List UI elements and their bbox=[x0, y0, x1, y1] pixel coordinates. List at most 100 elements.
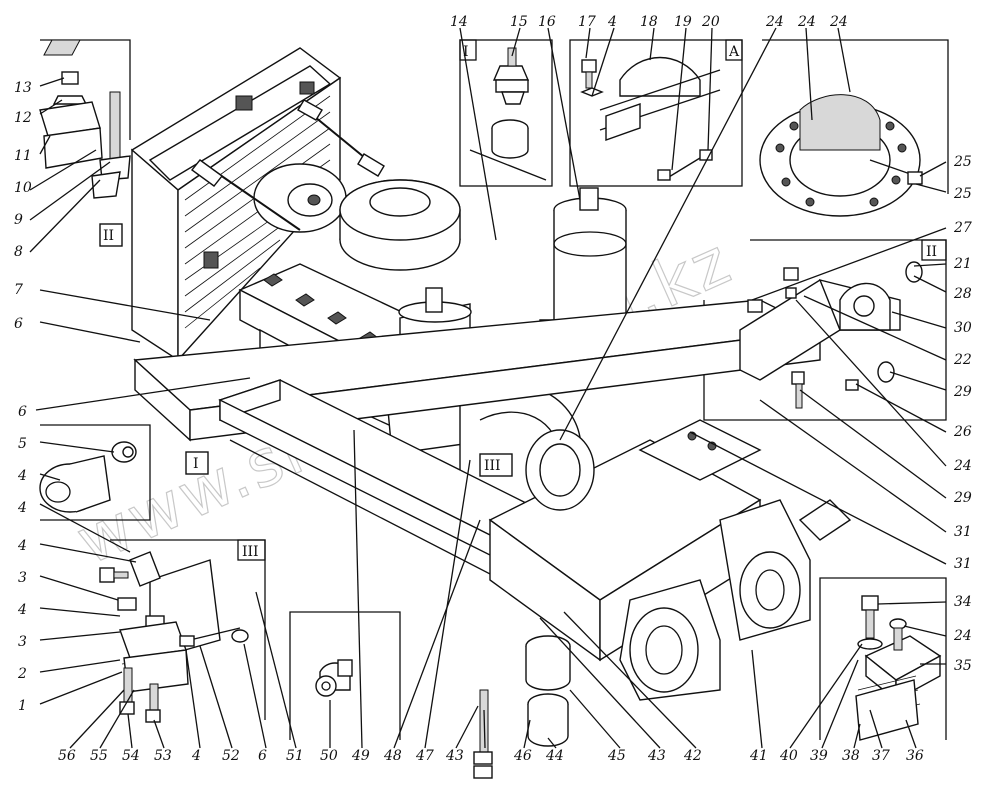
transmission-housing bbox=[488, 419, 852, 701]
callout-24-bottom: 24 bbox=[953, 628, 972, 644]
callout-39: 38 bbox=[842, 748, 860, 764]
callout-8: 5 bbox=[18, 436, 27, 452]
callout-19: 15 bbox=[510, 14, 528, 30]
callout-40: 39 bbox=[810, 748, 828, 764]
view-marker-III-box bbox=[479, 453, 513, 477]
callout-26: 24 bbox=[797, 14, 816, 30]
inset-frame-rubber-mount bbox=[819, 577, 947, 740]
callout-29-top: 25 bbox=[953, 186, 972, 202]
callout-6: 4 bbox=[17, 500, 27, 516]
view-marker-II: II bbox=[103, 228, 114, 244]
inset-frame-II bbox=[703, 239, 947, 421]
inset-label-I: I bbox=[463, 44, 469, 60]
callout-54: 54 bbox=[122, 748, 140, 764]
view-markers bbox=[99, 223, 513, 477]
callout-29-right: 26 bbox=[953, 424, 972, 440]
inset-tag-III bbox=[237, 539, 266, 561]
inset-frame-flange bbox=[762, 39, 949, 194]
callout-17: 13 bbox=[14, 80, 32, 96]
callout-numbers: 13 12 11 10 9 8 7 6 6 5 4 4 4 3 4 3 2 1 … bbox=[14, 14, 972, 764]
callout-46: 46 bbox=[513, 748, 532, 764]
right-mount-inset-content bbox=[855, 595, 942, 741]
callout-53: 53 bbox=[154, 748, 172, 764]
callout-48: 48 bbox=[383, 748, 402, 764]
callout-45: 45 bbox=[607, 748, 626, 764]
radiator-assembly bbox=[130, 47, 342, 362]
rubber-mount-center bbox=[473, 635, 571, 779]
callout-31-a: 28 bbox=[953, 286, 972, 302]
callout-27: 24 bbox=[829, 14, 848, 30]
inset-label-III: III bbox=[242, 544, 259, 560]
view-marker-I: I bbox=[193, 456, 199, 472]
callout-7: 4 bbox=[17, 468, 27, 484]
callout-5: 4 bbox=[17, 538, 27, 554]
callout-4-left: 4 bbox=[17, 602, 27, 618]
callout-37: 36 bbox=[906, 748, 924, 764]
view-marker-III: III bbox=[484, 458, 501, 474]
callout-44-bottom: 44 bbox=[545, 748, 564, 764]
callout-18: 14 bbox=[450, 14, 468, 30]
callout-2: 2 bbox=[17, 666, 27, 682]
radiator-mount-assembly bbox=[39, 39, 131, 199]
callout-30: 27 bbox=[953, 220, 972, 236]
callout-15: 11 bbox=[14, 148, 32, 164]
callout-10: 6 bbox=[14, 316, 23, 332]
callout-24-top: 20 bbox=[701, 14, 720, 30]
callout-25-top: 24 bbox=[765, 14, 784, 30]
inset-frame-left bbox=[40, 424, 151, 521]
callout-3-lower: 3 bbox=[18, 634, 27, 650]
inset-frame-sensor bbox=[289, 611, 401, 740]
callout-16: 12 bbox=[14, 110, 32, 126]
callout-22: 18 bbox=[640, 14, 658, 30]
callout-14: 10 bbox=[14, 180, 32, 196]
callout-42: 41 bbox=[749, 748, 768, 764]
view-marker-II-box bbox=[99, 223, 123, 247]
callout-43: 42 bbox=[683, 748, 702, 764]
callout-55: 55 bbox=[90, 748, 108, 764]
callout-36: 35 bbox=[954, 658, 972, 674]
callout-11: 7 bbox=[14, 282, 23, 298]
inset-II-content bbox=[739, 261, 923, 409]
inset-I-content bbox=[469, 47, 547, 181]
view-marker-I-box bbox=[185, 451, 209, 475]
callout-32: 30 bbox=[954, 320, 972, 336]
callout-28: 25 bbox=[953, 154, 972, 170]
callout-4-top: 4 bbox=[607, 14, 617, 30]
callout-41: 40 bbox=[779, 748, 798, 764]
callout-34: 31 bbox=[954, 556, 972, 572]
callout-50: 50 bbox=[320, 748, 338, 764]
callout-23: 19 bbox=[674, 14, 692, 30]
callout-35: 34 bbox=[954, 594, 972, 610]
inset-tag-II bbox=[921, 239, 947, 261]
callout-33: 31 bbox=[954, 524, 972, 540]
callout-47: 47 bbox=[415, 748, 434, 764]
callout-24-right-b: 22 bbox=[953, 352, 972, 368]
callout-3-upper: 3 bbox=[18, 570, 27, 586]
callout-12: 8 bbox=[14, 244, 23, 260]
inset-frames bbox=[40, 39, 949, 740]
callout-56: 56 bbox=[58, 748, 76, 764]
inset-A-content bbox=[580, 56, 721, 181]
callout-52: 52 bbox=[222, 748, 240, 764]
callout-1: 1 bbox=[18, 698, 27, 714]
callout-24-right-a: 21 bbox=[953, 256, 972, 272]
callout-38: 37 bbox=[872, 748, 890, 764]
callout-13: 9 bbox=[14, 212, 23, 228]
inset-label-A: A bbox=[728, 44, 740, 60]
callout-20: 16 bbox=[538, 14, 556, 30]
callout-4-bottom: 4 bbox=[191, 748, 201, 764]
callout-21: 17 bbox=[578, 14, 596, 30]
inset-label-II: II bbox=[926, 244, 937, 260]
inset-III-content bbox=[99, 551, 249, 723]
sensor-inset-content bbox=[315, 659, 353, 697]
flange-inset-content bbox=[759, 94, 923, 217]
callout-31-b: 29 bbox=[953, 384, 972, 400]
callout-44: 43 bbox=[647, 748, 666, 764]
left-inset-content bbox=[39, 441, 137, 513]
leader-lines bbox=[29, 27, 947, 749]
callout-51: 51 bbox=[286, 748, 304, 764]
callout-43-bottom: 43 bbox=[445, 748, 464, 764]
inset-frame-A bbox=[569, 39, 743, 187]
callout-49: 49 bbox=[351, 748, 370, 764]
